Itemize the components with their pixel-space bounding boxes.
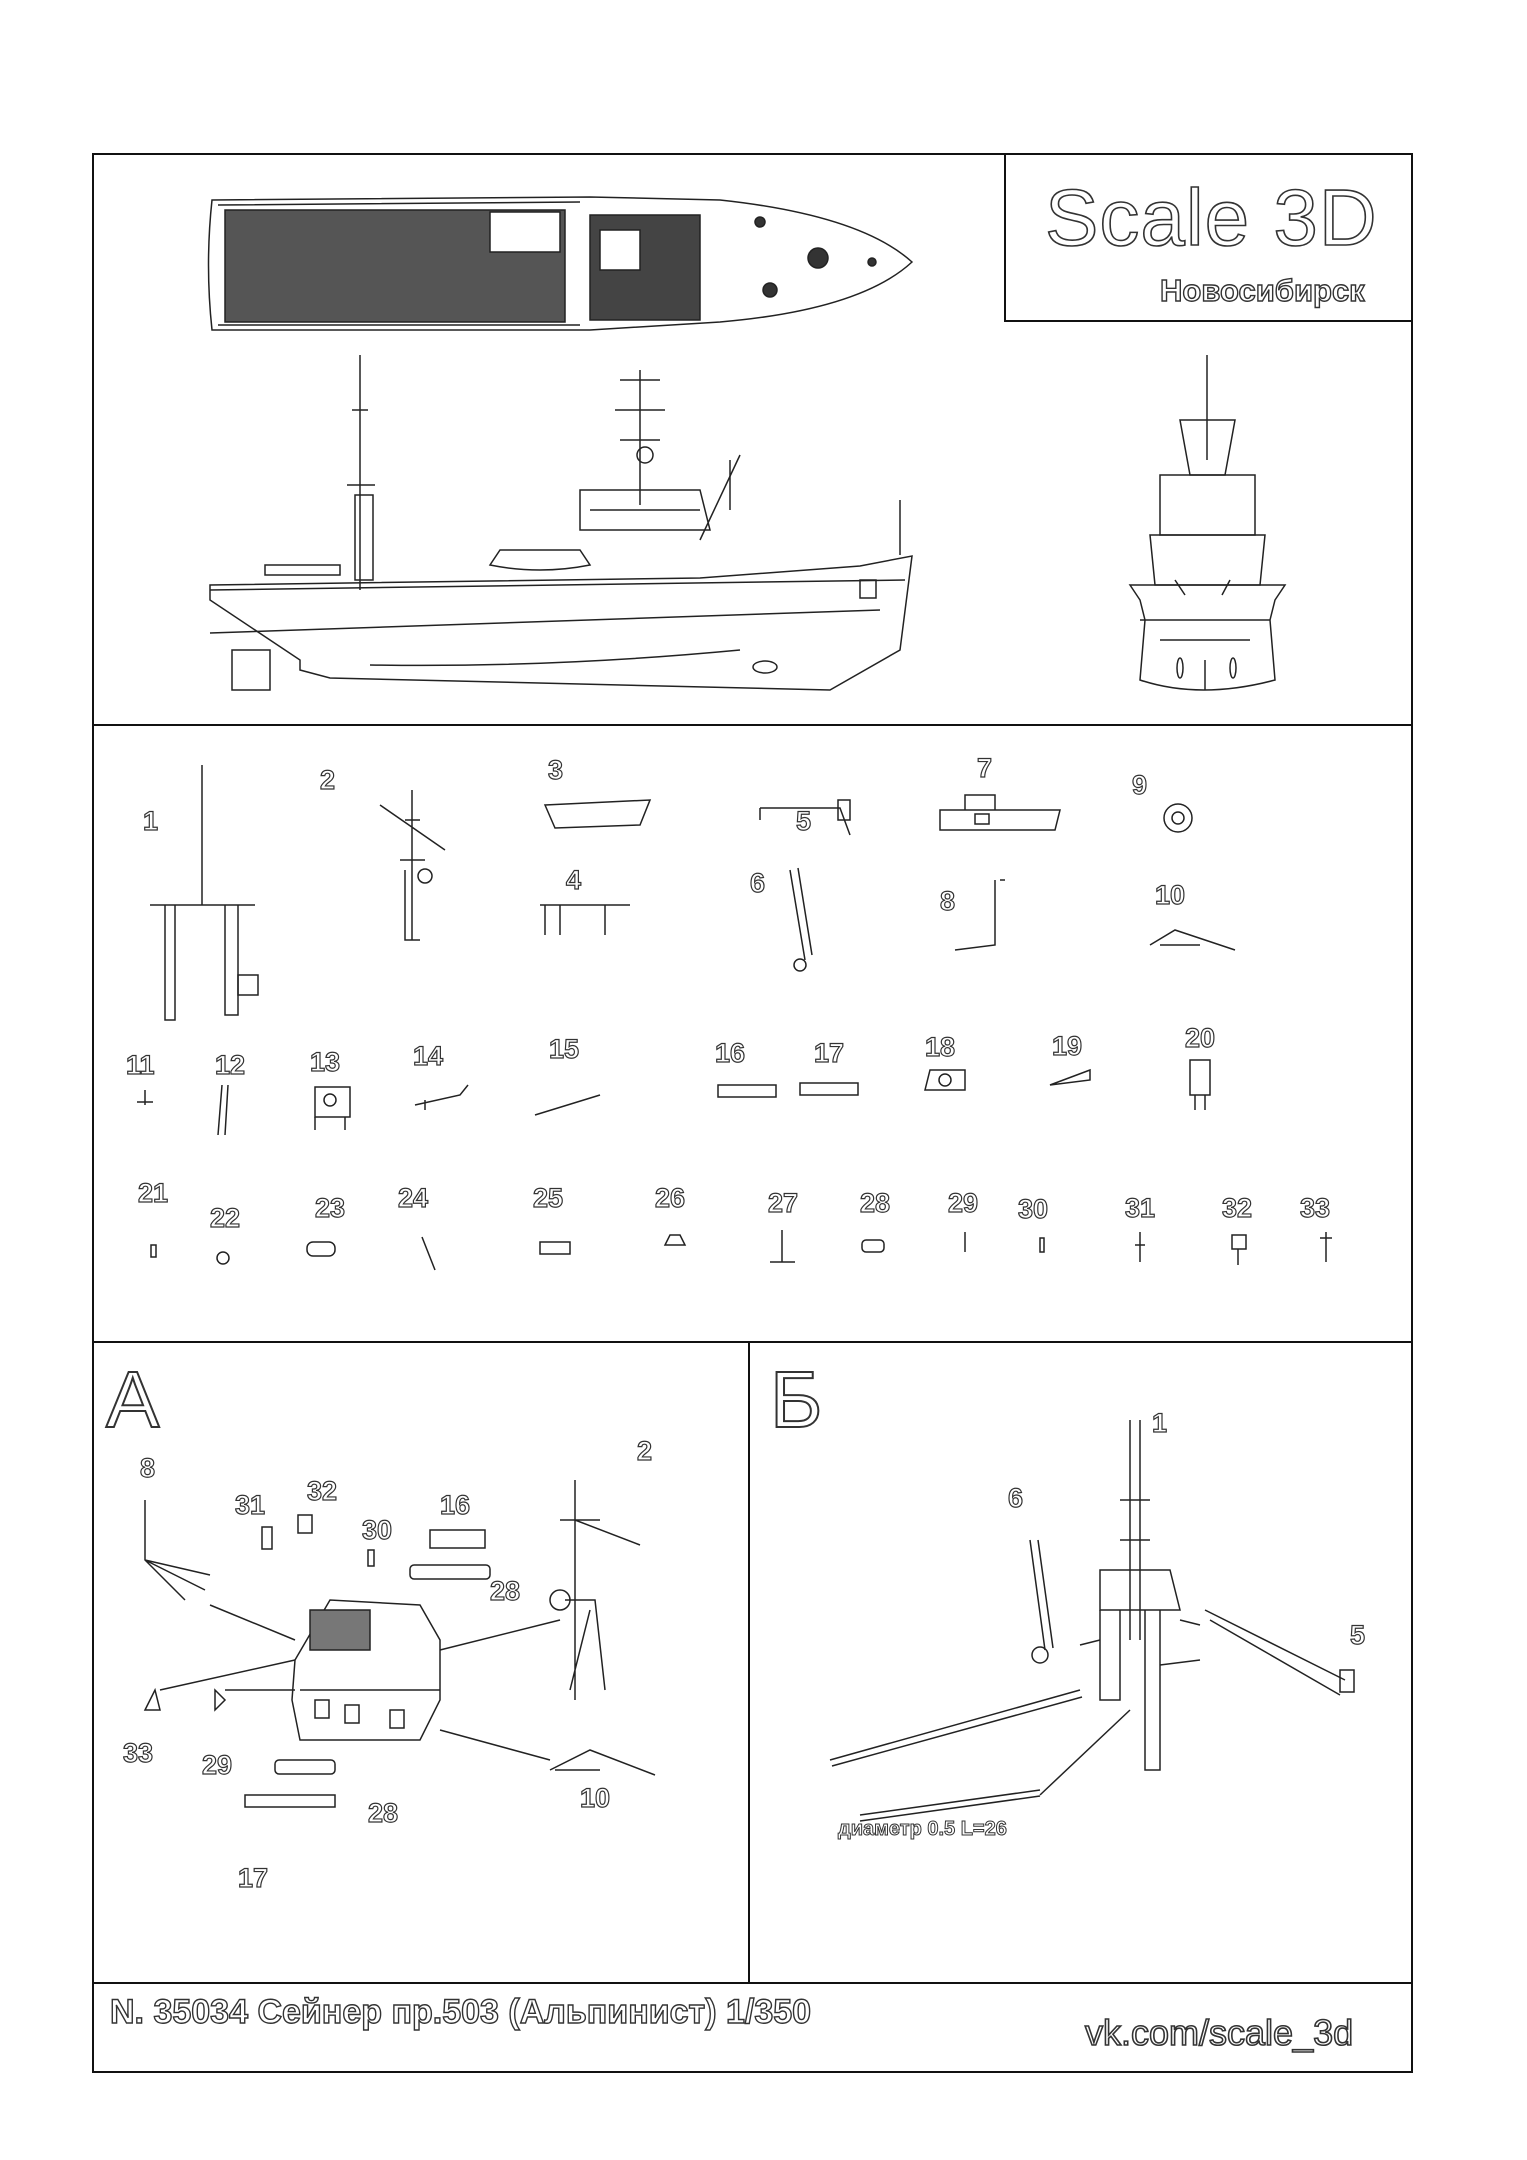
part-label-8: 8 bbox=[939, 886, 956, 916]
part-label-20: 20 bbox=[1184, 1023, 1216, 1053]
part-label-21: 21 bbox=[137, 1178, 169, 1208]
divider-middle bbox=[92, 1341, 1413, 1343]
part-label-4: 4 bbox=[565, 865, 582, 895]
part-label-31: 31 bbox=[1124, 1193, 1156, 1223]
part-label-9: 9 bbox=[1131, 770, 1148, 800]
footer-title: N. 35034 Сейнер пр.503 (Альпинист) 1/350 bbox=[109, 1992, 812, 2031]
part-label-18: 18 bbox=[924, 1032, 956, 1062]
section-a-label-28-top: 28 bbox=[489, 1576, 521, 1606]
divider-footer bbox=[92, 1982, 1413, 1984]
part-label-3: 3 bbox=[547, 755, 564, 785]
section-divider-vertical bbox=[748, 1341, 750, 1982]
part-label-1: 1 bbox=[142, 806, 159, 836]
brand-city: Новосибирск bbox=[1159, 272, 1365, 308]
section-a-label-16: 16 bbox=[439, 1490, 471, 1520]
part-label-11: 11 bbox=[125, 1050, 155, 1080]
part-label-16: 16 bbox=[714, 1038, 746, 1068]
brand-box-left-border bbox=[1004, 153, 1006, 321]
brand-box-bottom-border bbox=[1004, 320, 1413, 322]
part-label-14: 14 bbox=[412, 1041, 444, 1071]
section-a-label-2: 2 bbox=[636, 1436, 653, 1466]
part-label-33: 33 bbox=[1299, 1193, 1331, 1223]
section-a-label-33: 33 bbox=[122, 1738, 154, 1768]
section-b-label-6: 6 bbox=[1007, 1483, 1024, 1513]
part-label-28: 28 bbox=[859, 1188, 891, 1218]
section-a-label-17: 17 bbox=[237, 1863, 269, 1893]
section-b-letter: Б bbox=[769, 1355, 823, 1444]
part-label-17: 17 bbox=[813, 1038, 845, 1068]
section-a-label-30: 30 bbox=[361, 1515, 393, 1545]
part-label-29: 29 bbox=[947, 1188, 979, 1218]
section-b-label-1: 1 bbox=[1151, 1408, 1168, 1438]
section-a-label-31: 31 bbox=[234, 1490, 266, 1520]
part-label-23: 23 bbox=[314, 1193, 346, 1223]
part-label-6: 6 bbox=[749, 868, 766, 898]
part-label-5: 5 bbox=[795, 806, 812, 836]
section-a-letter: А bbox=[105, 1355, 160, 1444]
part-label-25: 25 bbox=[532, 1183, 564, 1213]
part-label-32: 32 bbox=[1221, 1193, 1253, 1223]
brand-name: Scale 3D bbox=[1044, 172, 1378, 263]
drawing-frame bbox=[92, 153, 1413, 2073]
part-label-19: 19 bbox=[1051, 1031, 1083, 1061]
section-a-label-29: 29 bbox=[201, 1750, 233, 1780]
part-label-7: 7 bbox=[976, 753, 993, 783]
part-label-24: 24 bbox=[397, 1183, 429, 1213]
divider-top bbox=[92, 724, 1413, 726]
part-label-13: 13 bbox=[309, 1047, 341, 1077]
part-label-15: 15 bbox=[548, 1034, 580, 1064]
part-label-30: 30 bbox=[1017, 1194, 1049, 1224]
section-a-label-10: 10 bbox=[579, 1783, 611, 1813]
part-label-26: 26 bbox=[654, 1183, 686, 1213]
part-label-10: 10 bbox=[1154, 880, 1186, 910]
section-b-label-5: 5 bbox=[1349, 1620, 1366, 1650]
part-label-2: 2 bbox=[319, 765, 336, 795]
part-label-12: 12 bbox=[214, 1050, 246, 1080]
part-label-27: 27 bbox=[767, 1188, 799, 1218]
section-a-label-8: 8 bbox=[139, 1453, 156, 1483]
part-label-22: 22 bbox=[209, 1203, 241, 1233]
section-a-label-32: 32 bbox=[306, 1476, 338, 1506]
footer-url[interactable]: vk.com/scale_3d bbox=[1084, 2011, 1354, 2054]
section-b-note: диаметр 0.5 L=26 bbox=[838, 1818, 1008, 1841]
section-a-label-28-bottom: 28 bbox=[367, 1798, 399, 1828]
